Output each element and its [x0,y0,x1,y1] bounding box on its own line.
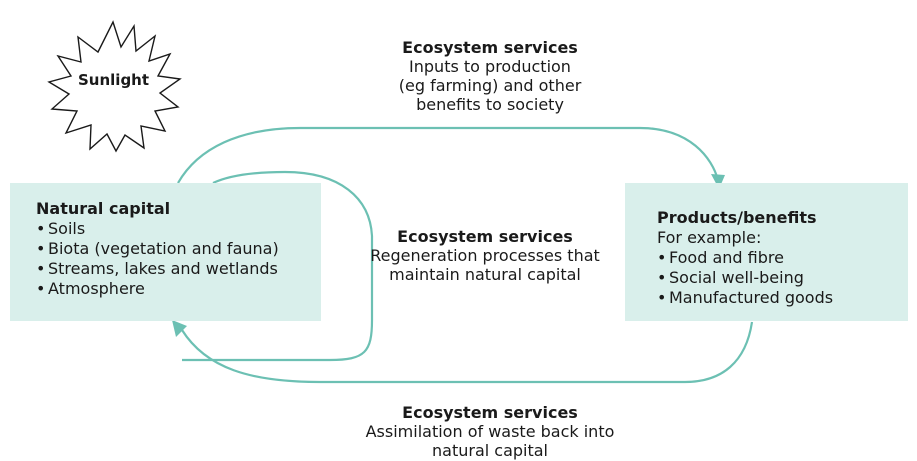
middle-flow-label: Ecosystem services Regeneration processe… [335,227,635,284]
middle-flow-line: Regeneration processes that [370,246,600,265]
products-benefits-subtitle: For example: [657,228,762,247]
top-flow-label: Ecosystem services Inputs to production … [360,38,620,114]
products-benefits-item: •Food and fibre [657,248,784,267]
top-flow-arrowhead-icon [711,174,725,189]
top-flow-title: Ecosystem services [402,38,578,57]
products-benefits-list: •Food and fibre •Social well-being •Manu… [657,248,908,308]
regeneration-loop-arrow [182,170,374,362]
natural-capital-item: •Streams, lakes and wetlands [36,259,278,278]
bottom-flow-line: Assimilation of waste back into [365,422,615,441]
bottom-flow-arrow [181,321,754,384]
products-benefits-item: •Manufactured goods [657,288,834,307]
top-flow-line: Inputs to production [409,57,571,76]
sunlight-label: Sunlight [78,71,150,89]
bottom-flow-arrowhead-icon [172,320,187,337]
products-benefits-box: Products/benefits For example: •Food and… [625,183,908,321]
natural-capital-item: •Biota (vegetation and fauna) [36,239,279,258]
natural-capital-item: •Atmosphere [36,279,145,298]
top-flow-line: benefits to society [416,95,564,114]
natural-capital-item: •Soils [36,219,86,238]
products-benefits-item: •Social well-being [657,268,804,287]
natural-capital-list: •Soils •Biota (vegetation and fauna) •St… [36,219,321,299]
top-flow-arrow [177,126,720,184]
natural-capital-box: Natural capital •Soils •Biota (vegetatio… [10,183,321,321]
top-flow-line: (eg farming) and other [398,76,582,95]
middle-flow-title: Ecosystem services [397,227,573,246]
sun-starburst-icon [47,20,182,153]
middle-flow-line: maintain natural capital [389,265,581,284]
bottom-flow-line: natural capital [432,441,548,460]
natural-capital-title: Natural capital [36,199,171,218]
bottom-flow-label: Ecosystem services Assimilation of waste… [340,403,640,460]
products-benefits-title: Products/benefits [657,208,817,227]
bottom-flow-title: Ecosystem services [402,403,578,422]
